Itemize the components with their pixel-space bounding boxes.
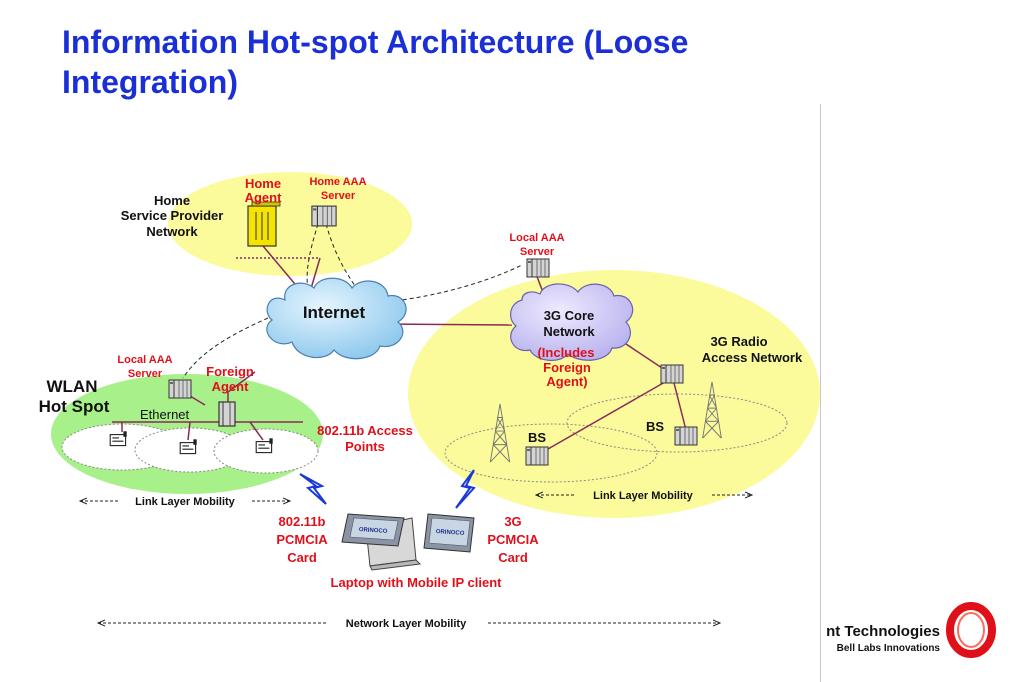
home-aaa-server-icon [311, 205, 337, 227]
internet-label: Internet [303, 303, 366, 322]
company-tagline: Bell Labs Innovations [836, 643, 940, 654]
home-aaa-label-1: Home AAA [309, 176, 366, 188]
card-left-label-3: Card [287, 550, 317, 565]
card-right-label-1: 3G [504, 514, 521, 529]
local-aaa-left-label-1: Local AAA [117, 354, 172, 366]
card-left-label-1: 802.11b [279, 514, 326, 529]
home-network-region [168, 172, 412, 276]
link-mobility-right-label: Link Layer Mobility [593, 490, 694, 502]
bs-left-icon [525, 446, 549, 466]
pcmcia-card-right: ORINOCO [423, 513, 475, 553]
core-label-2: Network [543, 324, 595, 339]
pcmcia-card-left: ORINOCO [341, 513, 405, 547]
page-title: Information Hot-spot Architecture (Loose… [62, 24, 689, 100]
core-sub-label-1: (Includes [537, 345, 594, 360]
home-agent-label-1: Home [245, 176, 281, 191]
home-agent-device [247, 201, 281, 247]
local-aaa-right-label-1: Local AAA [509, 232, 564, 244]
foreign-agent-label-1: Foreign [206, 364, 254, 379]
ethernet-label: Ethernet [140, 407, 190, 422]
local-aaa-server-right-icon [526, 258, 550, 278]
ran-router-icon [660, 364, 684, 384]
home-agent-label-2: Agent [245, 190, 283, 205]
local-aaa-right-label-2: Server [520, 246, 555, 258]
ap-label-2: Points [345, 439, 385, 454]
laptop-label: Laptop with Mobile IP client [331, 575, 503, 590]
network-mobility-label: Network Layer Mobility [346, 618, 467, 630]
company-name: nt Technologies [826, 623, 940, 640]
local-aaa-left-label-2: Server [128, 368, 163, 380]
bs-coverage-cells [444, 393, 788, 483]
bs-right-label: BS [646, 419, 664, 434]
network-mobility: Network Layer Mobility [98, 618, 720, 630]
card-right-brand: ORINOCO [436, 529, 465, 537]
ran-label-1: 3G Radio [710, 334, 767, 349]
home-sp-label-3: Network [146, 224, 198, 239]
network-links [112, 245, 687, 454]
card-right-label-3: Card [498, 550, 528, 565]
link-mobility-left: Link Layer Mobility [80, 496, 290, 508]
wlan-label-2: Hot Spot [39, 397, 110, 416]
foreign-agent-device [218, 401, 236, 427]
card-right-label-2: PCMCIA [487, 532, 539, 547]
lightning-right-icon [455, 469, 476, 509]
foreign-agent-label-2: Agent [212, 379, 250, 394]
lightning-left-icon [299, 473, 327, 505]
ran-label-2: Access Network [702, 350, 803, 365]
link-mobility-left-label: Link Layer Mobility [135, 496, 236, 508]
core-label-1: 3G Core [544, 308, 595, 323]
local-aaa-server-left-icon [168, 379, 192, 399]
home-sp-label-1: Home [154, 193, 190, 208]
card-left-brand: ORINOCO [359, 527, 388, 535]
internet-cloud: Internet [266, 277, 407, 360]
wlan-label-1: WLAN [47, 377, 98, 396]
core-network-cloud [510, 283, 634, 361]
divider-line [820, 104, 821, 682]
core-sub-label-3: Agent) [546, 374, 587, 389]
card-left-label-2: PCMCIA [276, 532, 328, 547]
link-mobility-right: Link Layer Mobility [536, 490, 752, 502]
home-sp-label-2: Service Provider [121, 208, 224, 223]
ap-label-1: 802.11b Access [317, 423, 413, 438]
core-sub-label-2: Foreign [543, 360, 591, 375]
bs-right-icon [674, 426, 698, 446]
home-aaa-label-2: Server [321, 190, 356, 202]
bs-left-label: BS [528, 430, 546, 445]
lucent-logo-icon [946, 602, 996, 658]
